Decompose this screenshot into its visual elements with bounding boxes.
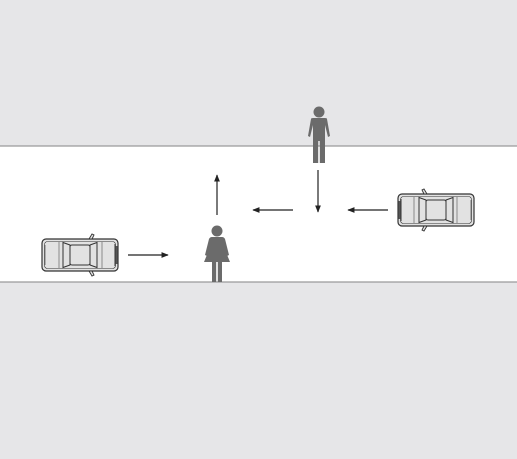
car-left-icon bbox=[41, 233, 119, 277]
car-right-icon bbox=[397, 188, 475, 232]
sidewalk-top bbox=[0, 0, 517, 146]
sidewalk-bottom bbox=[0, 282, 517, 459]
